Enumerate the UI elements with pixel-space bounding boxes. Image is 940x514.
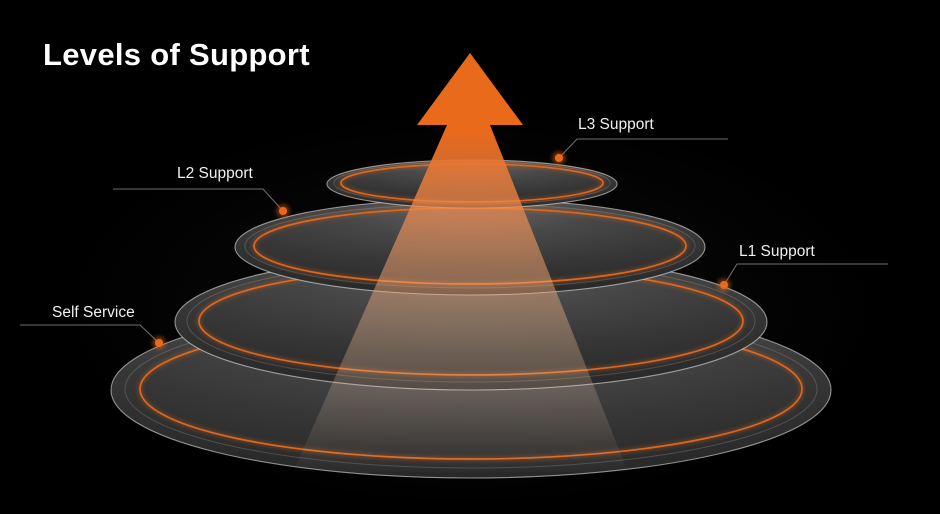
leader-line-self-service [20,324,160,344]
leader-lines [20,138,888,344]
label-l1-support: L1 Support [739,243,815,260]
label-self-service: Self Service [52,304,135,321]
leader-line-l1-support [723,263,888,286]
label-l3-support: L3 Support [578,116,654,133]
anchor-dot-self [155,339,163,347]
page-title: Levels of Support [43,37,310,72]
anchor-dot-l3 [555,154,563,162]
label-l2-support: L2 Support [177,165,253,182]
leader-line-l3-support [558,138,728,159]
anchor-dot-l1 [720,281,728,289]
anchor-dots [152,151,731,350]
escalation-arrow-up-icon [293,53,628,472]
leader-line-l2-support [113,188,284,212]
anchor-dot-l2 [279,207,287,215]
